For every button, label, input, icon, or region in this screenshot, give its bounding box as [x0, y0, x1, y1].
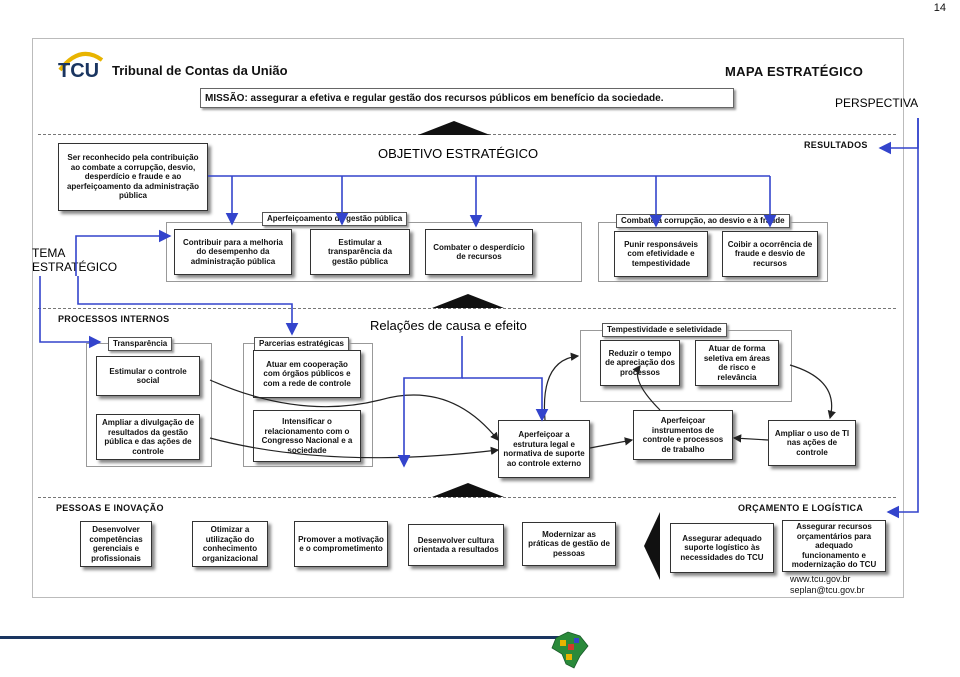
connector-line	[209, 437, 500, 459]
objective-box: Promover a motivação e o comprometimento	[294, 521, 388, 567]
section-divider-processos	[38, 308, 896, 309]
theme-header-transparencia: Transparência	[108, 337, 173, 351]
annotation-objetivo: OBJETIVO ESTRATÉGICO	[378, 146, 539, 161]
objective-box: Modernizar as práticas de gestão de pess…	[522, 522, 616, 566]
footer-email: seplan@tcu.gov.br	[790, 585, 865, 595]
vision-box: Ser reconhecido pela contribuição ao com…	[58, 143, 208, 211]
connector-line	[589, 437, 634, 449]
objective-box: Otimizar a utilização do conhecimento or…	[192, 521, 268, 567]
section-title-orcamento: ORÇAMENTO E LOGÍSTICA	[738, 503, 864, 513]
mission-statement: MISSÃO: assegurar a efetiva e regular ge…	[200, 88, 734, 108]
objective-box: Combater o desperdício de recursos	[425, 229, 533, 275]
objective-box: Intensificar o relacionamento com o Cong…	[253, 410, 361, 462]
strategic-map-frame	[32, 38, 904, 598]
up-triangle-icon	[432, 483, 504, 497]
objective-box: Estimular a transparência da gestão públ…	[310, 229, 410, 275]
objective-box: Aperfeiçoar instrumentos de controle e p…	[633, 410, 733, 460]
objective-box: Coibir a ocorrência de fraude e desvio d…	[722, 231, 818, 277]
objective-box: Estimular o controle social	[96, 356, 200, 396]
annotation-tema: TEMA ESTRATÉGICO	[32, 246, 117, 274]
map-title: MAPA ESTRATÉGICO	[725, 64, 864, 79]
theme-header-tempestividade: Tempestividade e seletividade	[602, 323, 727, 337]
arrow-relacoes-1	[397, 336, 463, 468]
tcu-logo-icon: TCU	[58, 51, 104, 82]
footer-line	[0, 636, 560, 639]
objective-box: Desenvolver cultura orientada a resultad…	[408, 524, 504, 566]
section-title-resultados: RESULTADOS	[804, 140, 868, 150]
objective-box: Assegurar recursos orçamentários para ad…	[782, 520, 886, 572]
brazil-map-icon	[551, 631, 589, 669]
arrow-relacoes-2	[462, 377, 549, 422]
section-title-processos: PROCESSOS INTERNOS	[58, 314, 170, 324]
objective-box: Atuar de forma seletiva em áreas de risc…	[695, 340, 779, 386]
logo-text: TCU	[58, 60, 99, 82]
annotation-tema-line2: ESTRATÉGICO	[32, 260, 118, 274]
section-divider-pessoas	[38, 497, 896, 498]
objective-box: Desenvolver competências gerenciais e pr…	[80, 521, 152, 567]
page-number: 14	[933, 2, 946, 14]
objective-box: Ampliar o uso de TI nas ações de control…	[768, 420, 856, 466]
connector-line	[209, 379, 499, 441]
footer-site: www.tcu.gov.br	[790, 574, 851, 584]
arrow-perspectiva-orcamento	[886, 118, 919, 519]
up-triangle-icon	[432, 294, 504, 308]
up-triangle-icon	[418, 121, 490, 135]
objective-box: Atuar em cooperação com órgãos públicos …	[253, 350, 361, 398]
objective-box: Aperfeiçoar a estrutura legal e normativ…	[498, 420, 590, 478]
theme-header-gestao: Aperfeiçoamento da gestão pública	[262, 212, 408, 226]
arrow-perspectiva-resultados	[878, 118, 919, 155]
arrow-tema-gestao	[75, 229, 172, 276]
connector-line	[632, 365, 661, 411]
annotation-tema-line1: TEMA	[32, 246, 66, 260]
org-name: Tribunal de Contas da União	[112, 63, 288, 78]
annotation-relacoes: Relações de causa e efeito	[370, 318, 527, 333]
arrow-tema-transparencia	[39, 276, 102, 349]
objective-box: Contribuir para a melhoria do desempenho…	[174, 229, 292, 275]
annotation-perspectiva: PERSPECTIVA	[835, 96, 919, 110]
objective-box: Punir responsáveis com efetividade e tem…	[614, 231, 708, 277]
objective-box: Assegurar adequado suporte logístico às …	[670, 523, 774, 573]
left-triangle-icon	[644, 512, 660, 580]
objective-box: Ampliar a divulgação de resultados da ge…	[96, 414, 200, 460]
arrow-tema-parcerias	[77, 276, 299, 336]
section-title-pessoas: PESSOAS E INOVAÇÃO	[56, 503, 164, 513]
connector-line	[789, 364, 836, 420]
footer-contact: www.tcu.gov.br seplan@tcu.gov.br	[790, 574, 865, 596]
connector-line	[543, 352, 580, 421]
connector-line	[732, 434, 769, 443]
